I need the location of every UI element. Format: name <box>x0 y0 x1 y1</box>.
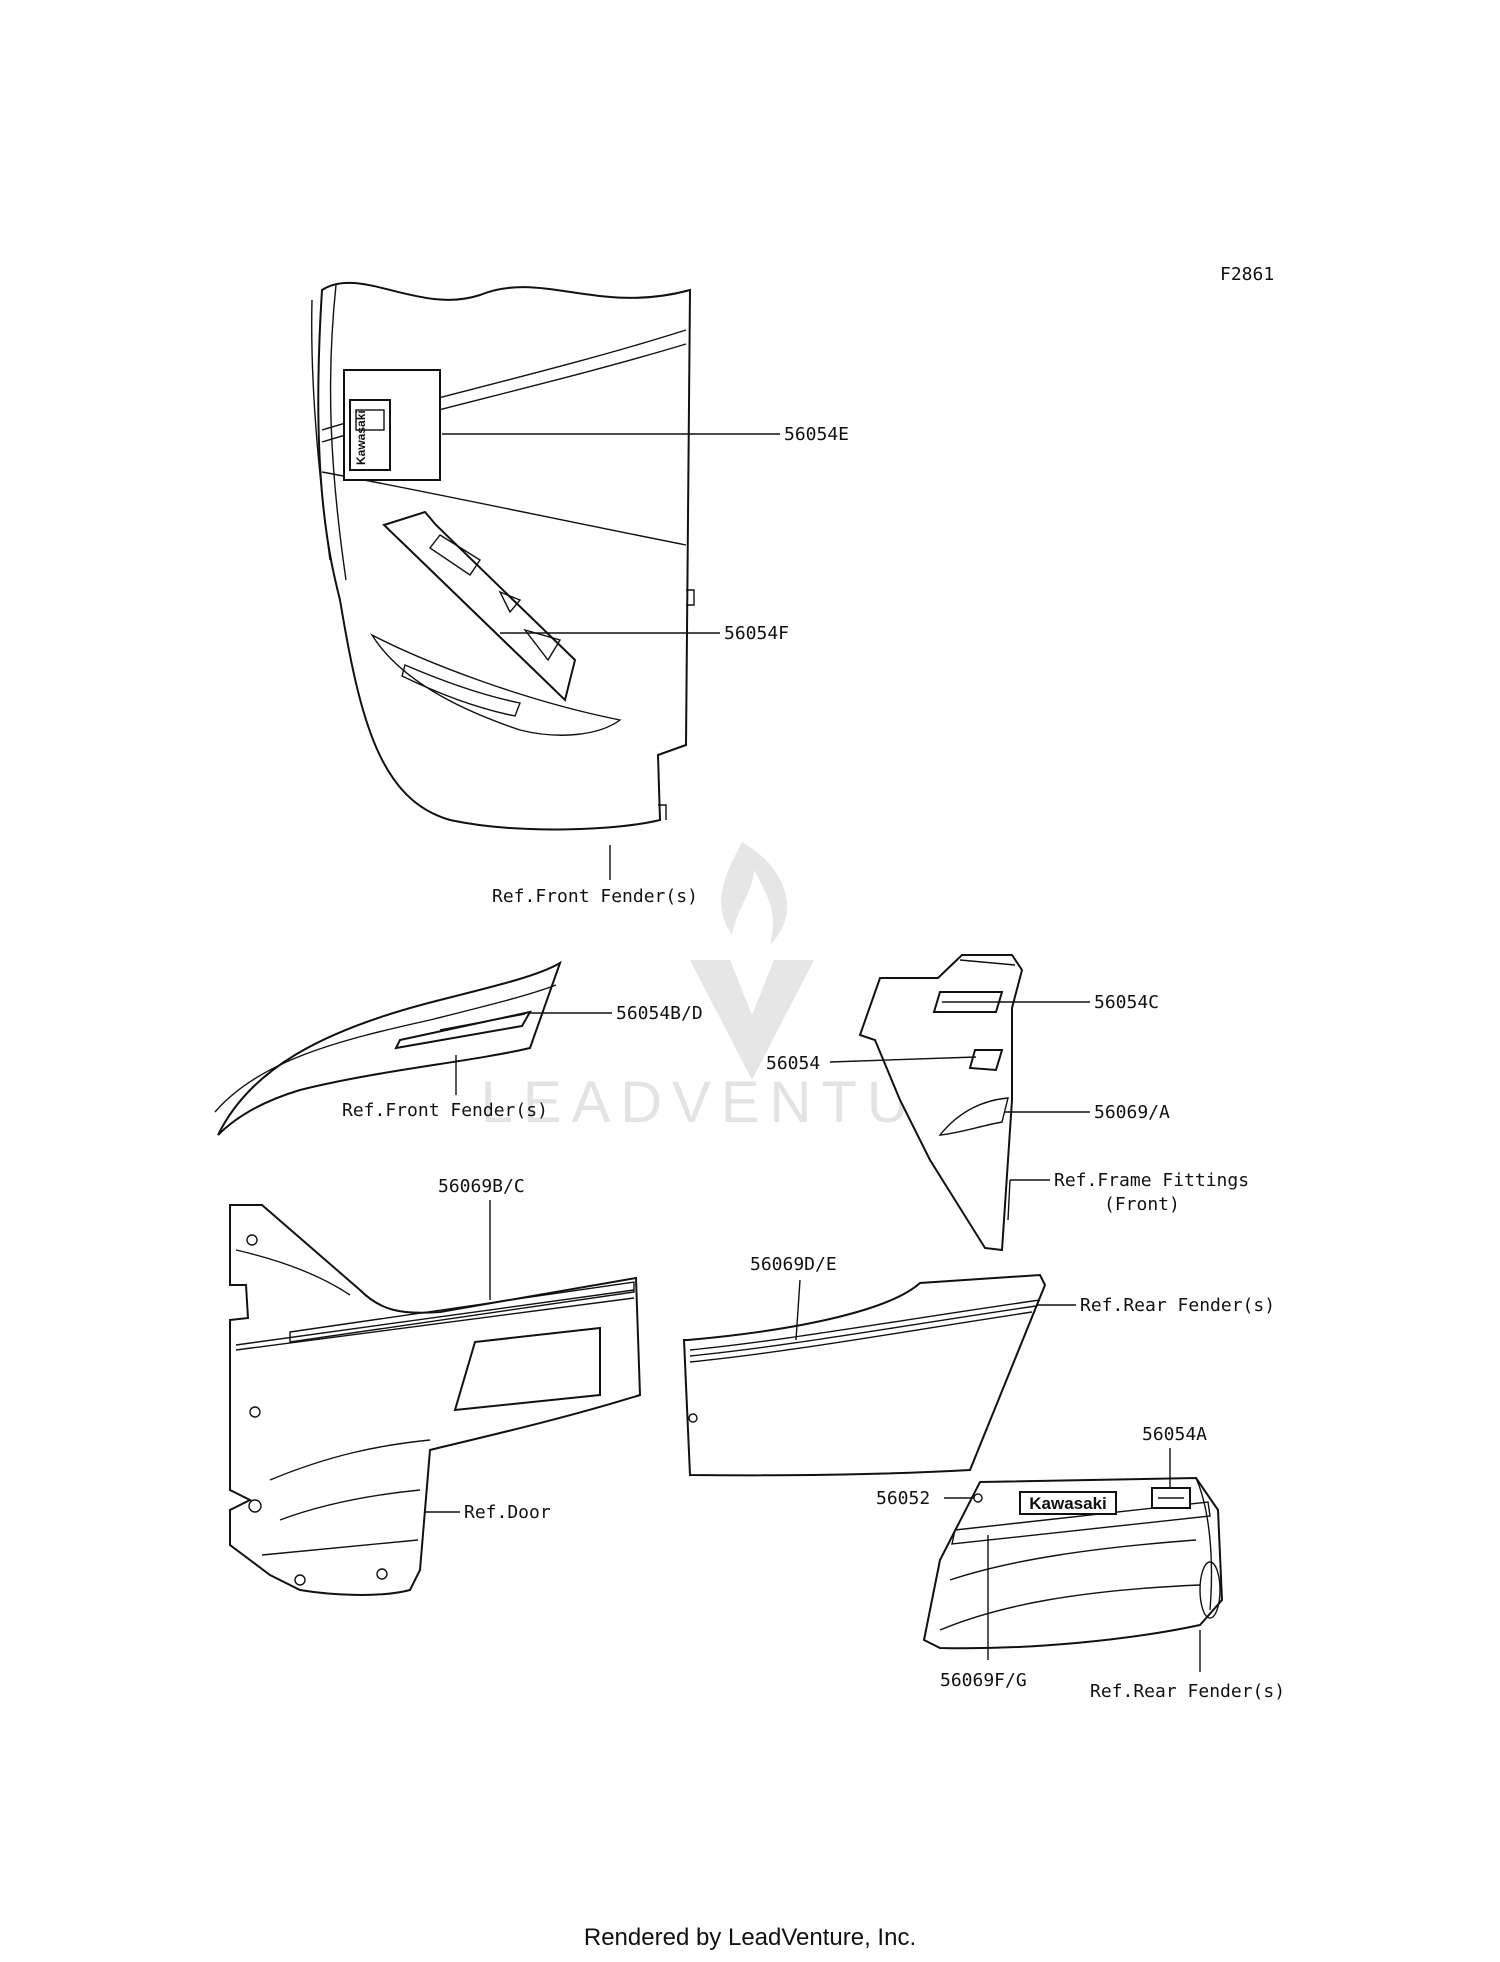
leader-56069de <box>795 1279 801 1341</box>
callout-56054f: 56054F <box>724 623 789 644</box>
ref-front-fender-1: Ref.Front Fender(s) <box>492 886 698 907</box>
rear-fender-corner: Kawasaki <box>922 1476 1224 1650</box>
ref-rear-fender-2: Ref.Rear Fender(s) <box>1090 1681 1285 1702</box>
callout-56054a: 56054A <box>1142 1424 1207 1445</box>
frame-fitting-front <box>858 954 1024 1252</box>
callout-56054c: 56054C <box>1094 992 1159 1013</box>
front-fender-top <box>310 281 695 831</box>
callout-56052: 56052 <box>876 1488 930 1509</box>
callout-56054: 56054 <box>766 1053 820 1074</box>
ref-door: Ref.Door <box>464 1502 551 1523</box>
front-fender-side <box>214 960 562 1136</box>
rear-fender-side <box>682 1273 1047 1477</box>
ref-frame-fittings-2: (Front) <box>1104 1194 1180 1215</box>
decal-kawasaki-vertical: Kawasaki <box>354 410 368 465</box>
decal-56054e: Kawasaki <box>343 369 441 481</box>
decal-kawasaki-logo: Kawasaki <box>1029 1494 1107 1513</box>
leader-ref-frame-fittings <box>1007 1179 1050 1221</box>
callout-56069fg: 56069F/G <box>940 1670 1027 1691</box>
door-panel <box>229 1204 642 1596</box>
figure-code: F2861 <box>1220 264 1274 285</box>
ref-rear-fender-1: Ref.Rear Fender(s) <box>1080 1295 1275 1316</box>
ref-front-fender-2: Ref.Front Fender(s) <box>342 1100 548 1121</box>
callout-56054e: 56054E <box>784 424 849 445</box>
callout-56069de: 56069D/E <box>750 1254 837 1275</box>
callout-56054bd: 56054B/D <box>616 1003 703 1024</box>
ref-frame-fittings-1: Ref.Frame Fittings <box>1054 1170 1249 1191</box>
callout-56069bc: 56069B/C <box>438 1176 525 1197</box>
leader-56054 <box>829 1056 977 1063</box>
callout-56069a: 56069/A <box>1094 1102 1170 1123</box>
decal-56054f <box>382 510 577 702</box>
footer-credit: Rendered by LeadVenture, Inc. <box>584 1924 916 1951</box>
